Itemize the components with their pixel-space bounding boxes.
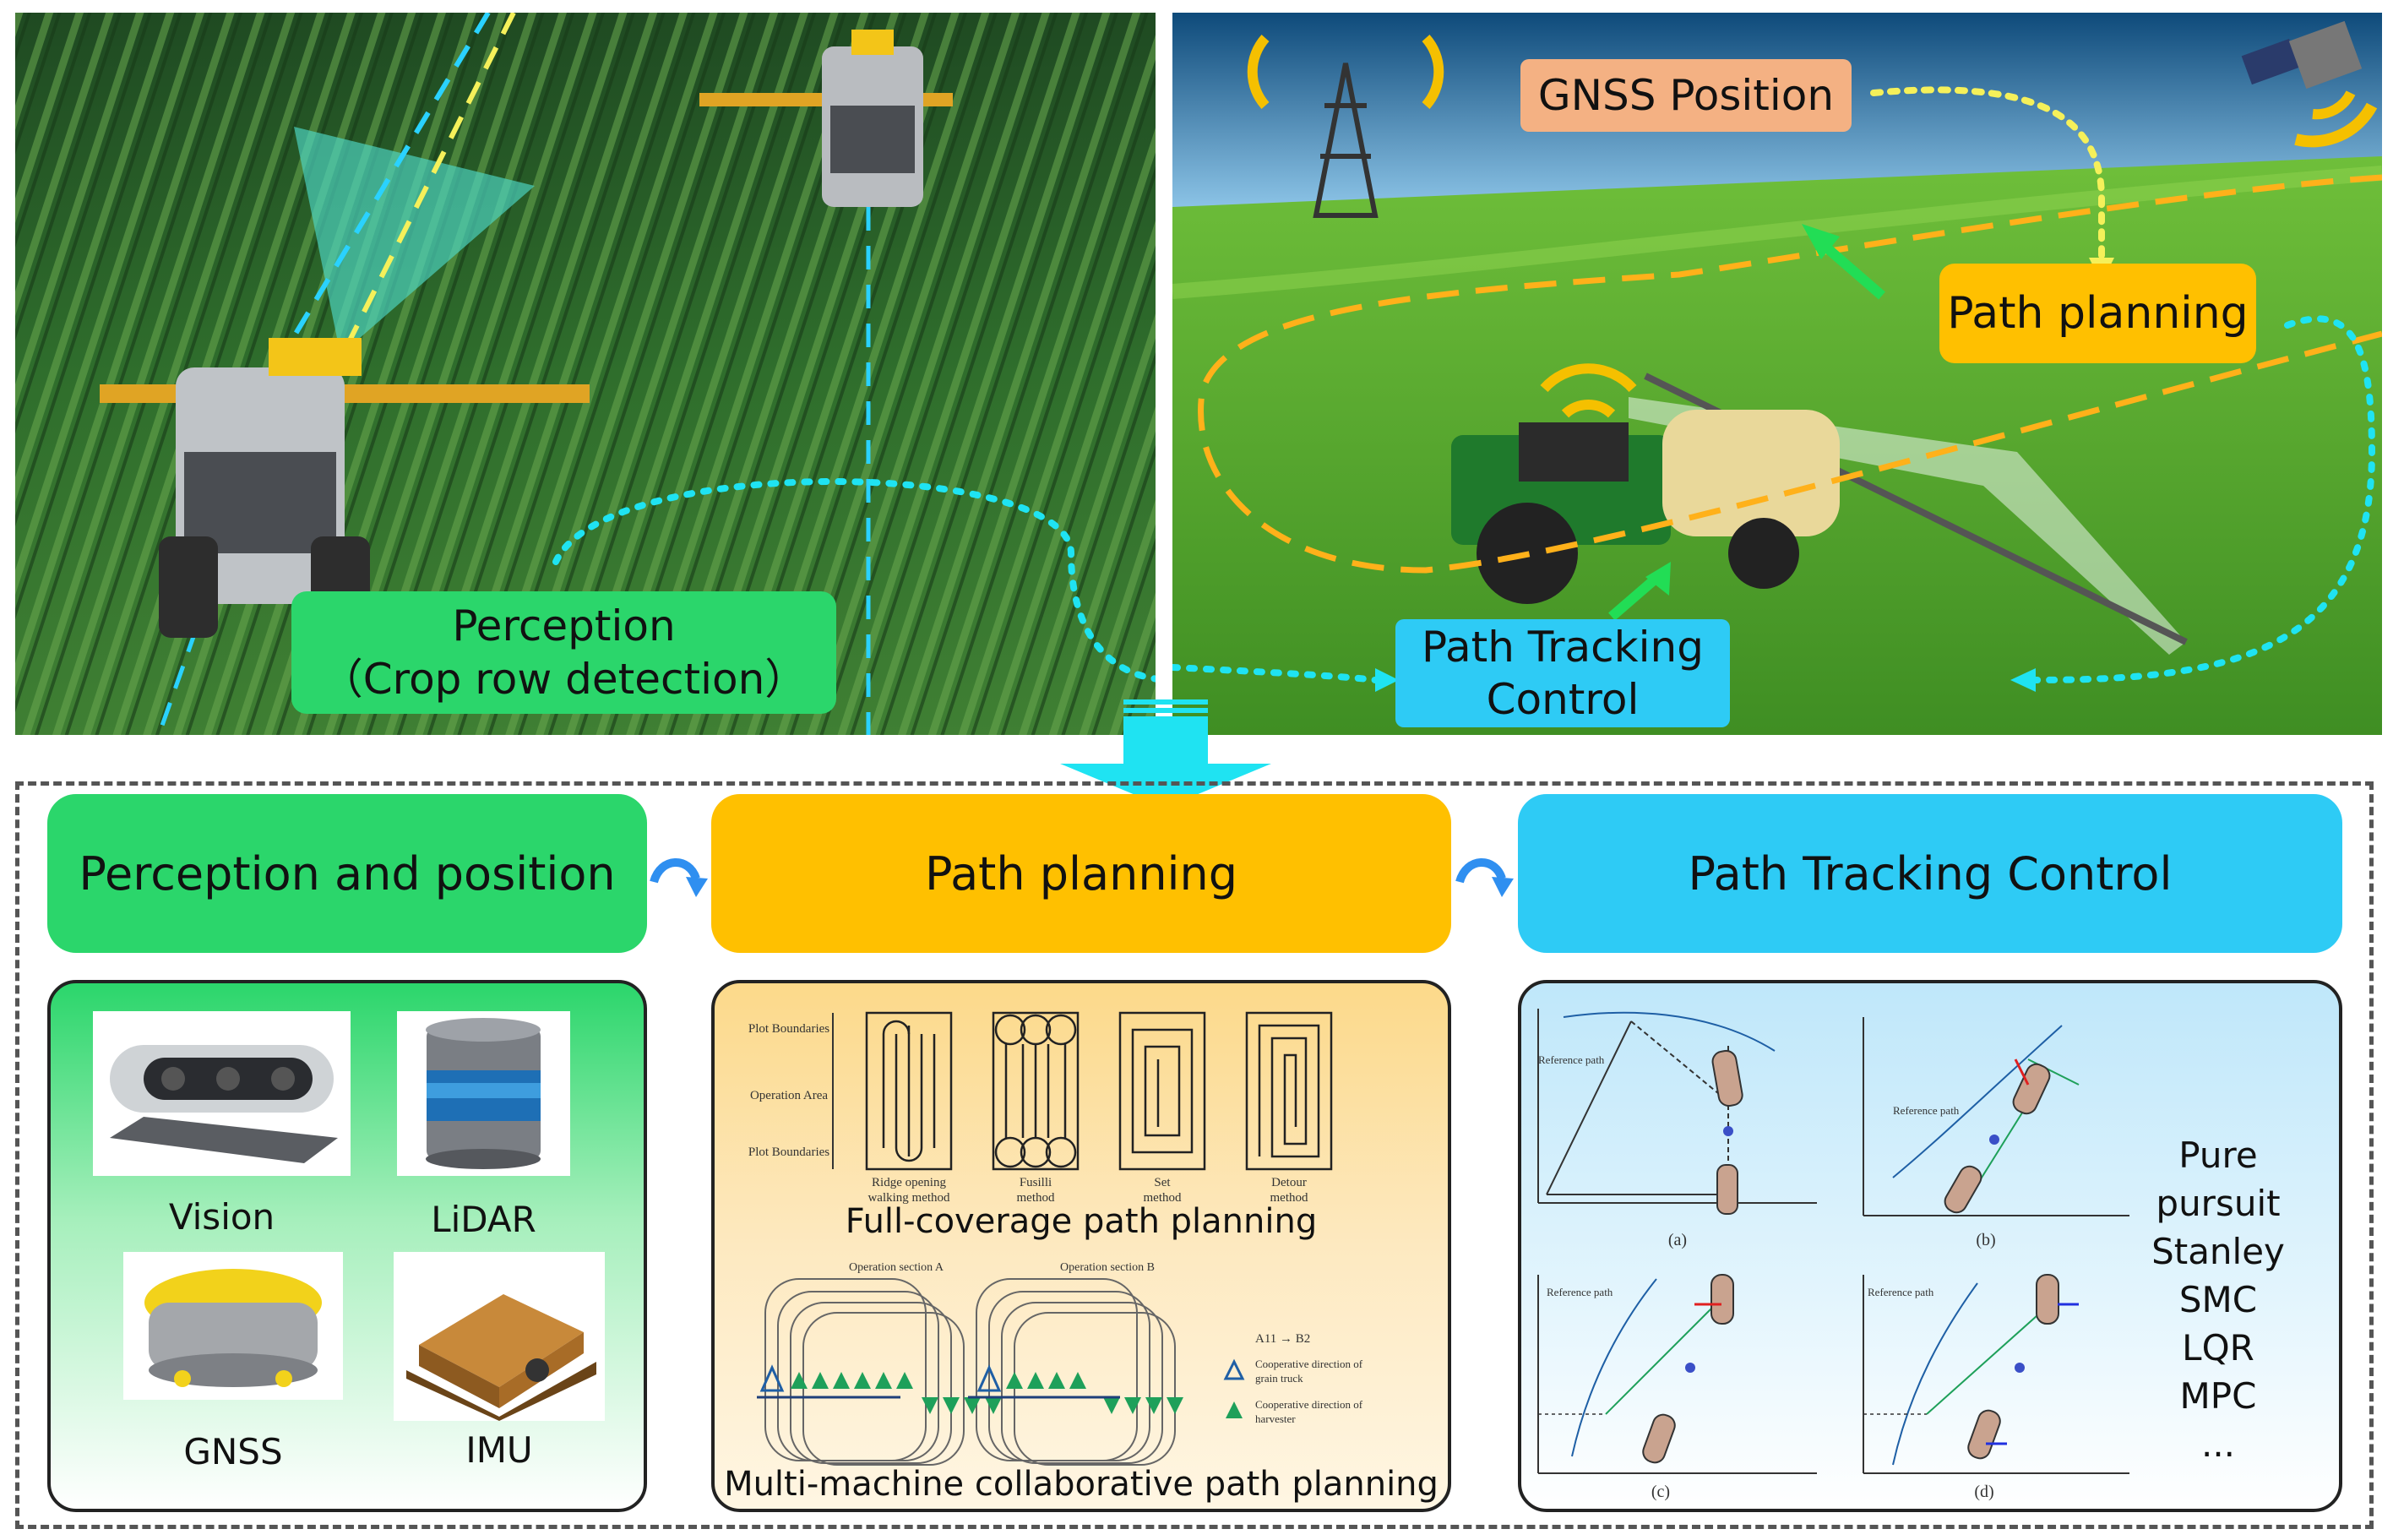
legend-harvester-line2: harvester: [1255, 1412, 1296, 1425]
section-a-label: Operation section A: [849, 1261, 944, 1274]
reference-path-label-b: Reference path: [1893, 1104, 1960, 1117]
algorithm-item: ...: [2200, 1423, 2236, 1465]
legend-harvester-line1: Cooperative direction of: [1255, 1398, 1363, 1411]
path-tracking-band: Path Tracking Control: [1518, 794, 2342, 953]
algorithm-item: Stanley: [2151, 1231, 2285, 1272]
detour-method-pattern: [1245, 1011, 1333, 1171]
section-b-label: Operation section B: [1060, 1261, 1155, 1274]
method-label-1-line1: Ridge opening: [872, 1176, 946, 1189]
harvester-triangles: [791, 1372, 1183, 1414]
sensor-panel: Vision LiDAR GNSS IMU: [47, 980, 647, 1512]
grain-truck-legend-icon: [1223, 1358, 1245, 1380]
legend-grain-line1: Cooperative direction of: [1255, 1358, 1363, 1370]
path-tracking-top-line1: Path Tracking: [1422, 622, 1704, 672]
method-label-2-line2: method: [1017, 1191, 1055, 1205]
lidar-image: [397, 1011, 570, 1176]
grain-truck-triangles: [759, 1364, 1002, 1392]
kinematic-diagram-c: Reference path (c): [1537, 1274, 1817, 1501]
reference-path-label-d: Reference path: [1868, 1286, 1934, 1298]
perception-position-band: Perception and position: [47, 794, 647, 953]
lidar-icon: [426, 1018, 541, 1169]
set-method-pattern: [1118, 1011, 1206, 1171]
plot-boundaries-bottom-label: Plot Boundaries: [748, 1145, 829, 1159]
curved-arrow-icon: [1455, 858, 1514, 897]
legend-grain-line2: grain truck: [1255, 1372, 1303, 1385]
collaborative-loops: [764, 1278, 1176, 1466]
method-label-2-line1: Fusilli: [1020, 1176, 1052, 1189]
down-arrow-icon: [1060, 699, 1271, 808]
algorithm-item: Pure pursuit: [2156, 1135, 2281, 1224]
subfigure-a-label: (a): [1668, 1231, 1687, 1249]
kinematic-diagram-a: Reference path (a): [1537, 1009, 1817, 1249]
subfigure-b-label: (b): [1976, 1231, 1995, 1249]
path-tracking-top-label: Path Tracking Control: [1395, 619, 1730, 727]
plot-boundaries-top-label: Plot Boundaries: [748, 1022, 829, 1036]
perception-label-line2: （Crop row detection）: [320, 654, 808, 704]
full-coverage-title: Full-coverage path planning: [846, 1202, 1317, 1241]
operation-area-label: Operation Area: [750, 1089, 828, 1102]
path-tracking-panel: Reference path (a) Reference path (b): [1518, 980, 2342, 1512]
method-label-4-line1: Detour: [1271, 1176, 1307, 1189]
subfigure-c-label: (c): [1651, 1483, 1670, 1501]
vision-image: [93, 1011, 351, 1176]
kinematic-diagram-d: Reference path (d): [1863, 1274, 2129, 1501]
kinematic-diagram-b: Reference path (b): [1863, 1017, 2129, 1249]
legend-a11-b2: A11 → B2: [1255, 1332, 1310, 1346]
algorithm-item: LQR: [2182, 1327, 2254, 1369]
imu-image: [394, 1252, 605, 1421]
perception-label: Perception （Crop row detection）: [291, 591, 836, 714]
harvester-legend-icon: [1226, 1401, 1243, 1418]
vision-label: Vision: [168, 1196, 275, 1238]
method-label-1-line2: walking method: [867, 1191, 950, 1205]
subfigure-d-label: (d): [1974, 1483, 1993, 1501]
gnss-label: GNSS: [183, 1431, 283, 1472]
depth-camera-icon: [110, 1045, 338, 1163]
gnss-receiver-icon: [144, 1269, 322, 1387]
reference-path-label-a: Reference path: [1538, 1053, 1605, 1066]
method-label-3-line2: method: [1144, 1191, 1182, 1205]
reference-path-label-c: Reference path: [1547, 1286, 1613, 1298]
gnss-image: [123, 1252, 343, 1400]
perception-label-line1: Perception: [452, 601, 676, 650]
gnss-position-label: GNSS Position: [1520, 59, 1852, 132]
algorithm-item: MPC: [2179, 1375, 2257, 1417]
imu-label: IMU: [465, 1429, 533, 1471]
ridge-opening-pattern: [865, 1011, 953, 1171]
method-label-4-line2: method: [1270, 1191, 1308, 1205]
multi-machine-title: Multi-machine collaborative path plannin…: [724, 1465, 1439, 1504]
imu-icon: [406, 1294, 596, 1421]
curved-arrow-icon: [650, 858, 708, 897]
path-planning-panel: Plot Boundaries Operation Area Plot Boun…: [711, 980, 1451, 1512]
crop-field-photo: [15, 13, 1156, 735]
algorithm-item: SMC: [2178, 1279, 2258, 1320]
path-planning-band: Path planning: [711, 794, 1451, 953]
algorithm-list: Pure pursuit Stanley SMC LQR MPC ...: [2113, 1131, 2324, 1468]
path-tracking-top-line2: Control: [1486, 675, 1640, 724]
method-label-3-line1: Set: [1154, 1176, 1171, 1189]
lidar-label: LiDAR: [431, 1199, 536, 1240]
path-planning-top-label: Path planning: [1939, 264, 2256, 363]
fusilli-pattern: [992, 1011, 1080, 1171]
framework-frame: [15, 781, 2374, 1529]
